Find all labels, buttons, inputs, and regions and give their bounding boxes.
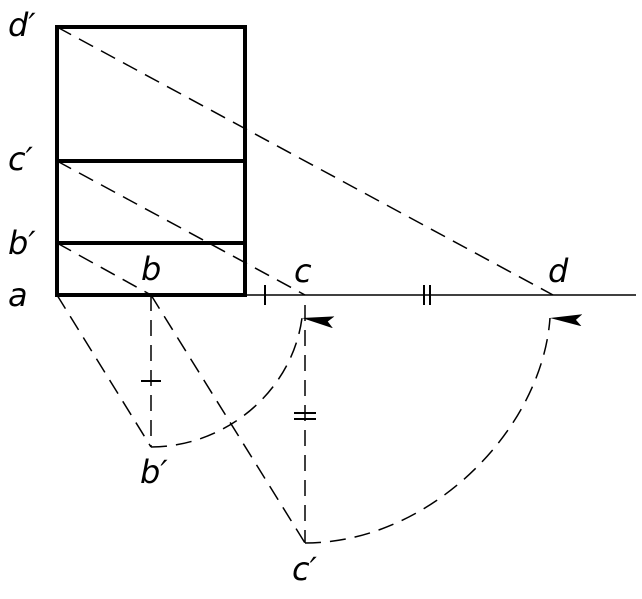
diagonal-d [56,26,554,296]
equality-ticks [141,285,431,420]
label-b: b [141,250,161,288]
arc-c-to-d [304,314,583,544]
diagonal-c [56,160,306,296]
label-b-prime-left: b′ [8,224,36,262]
arc-b-to-c [150,316,335,448]
label-a: a [8,276,28,314]
label-d: d [548,252,569,290]
label-c-prime-left: c′ [8,140,34,178]
label-c: c [294,252,312,290]
label-d-prime-left: d′ [8,6,36,44]
label-c-prime-lower: c′ [292,550,318,588]
diagonal-b [56,242,152,296]
line-b-cprime [150,294,306,544]
line-a-bprime [56,294,152,448]
label-b-prime-lower: b′ [140,453,168,491]
